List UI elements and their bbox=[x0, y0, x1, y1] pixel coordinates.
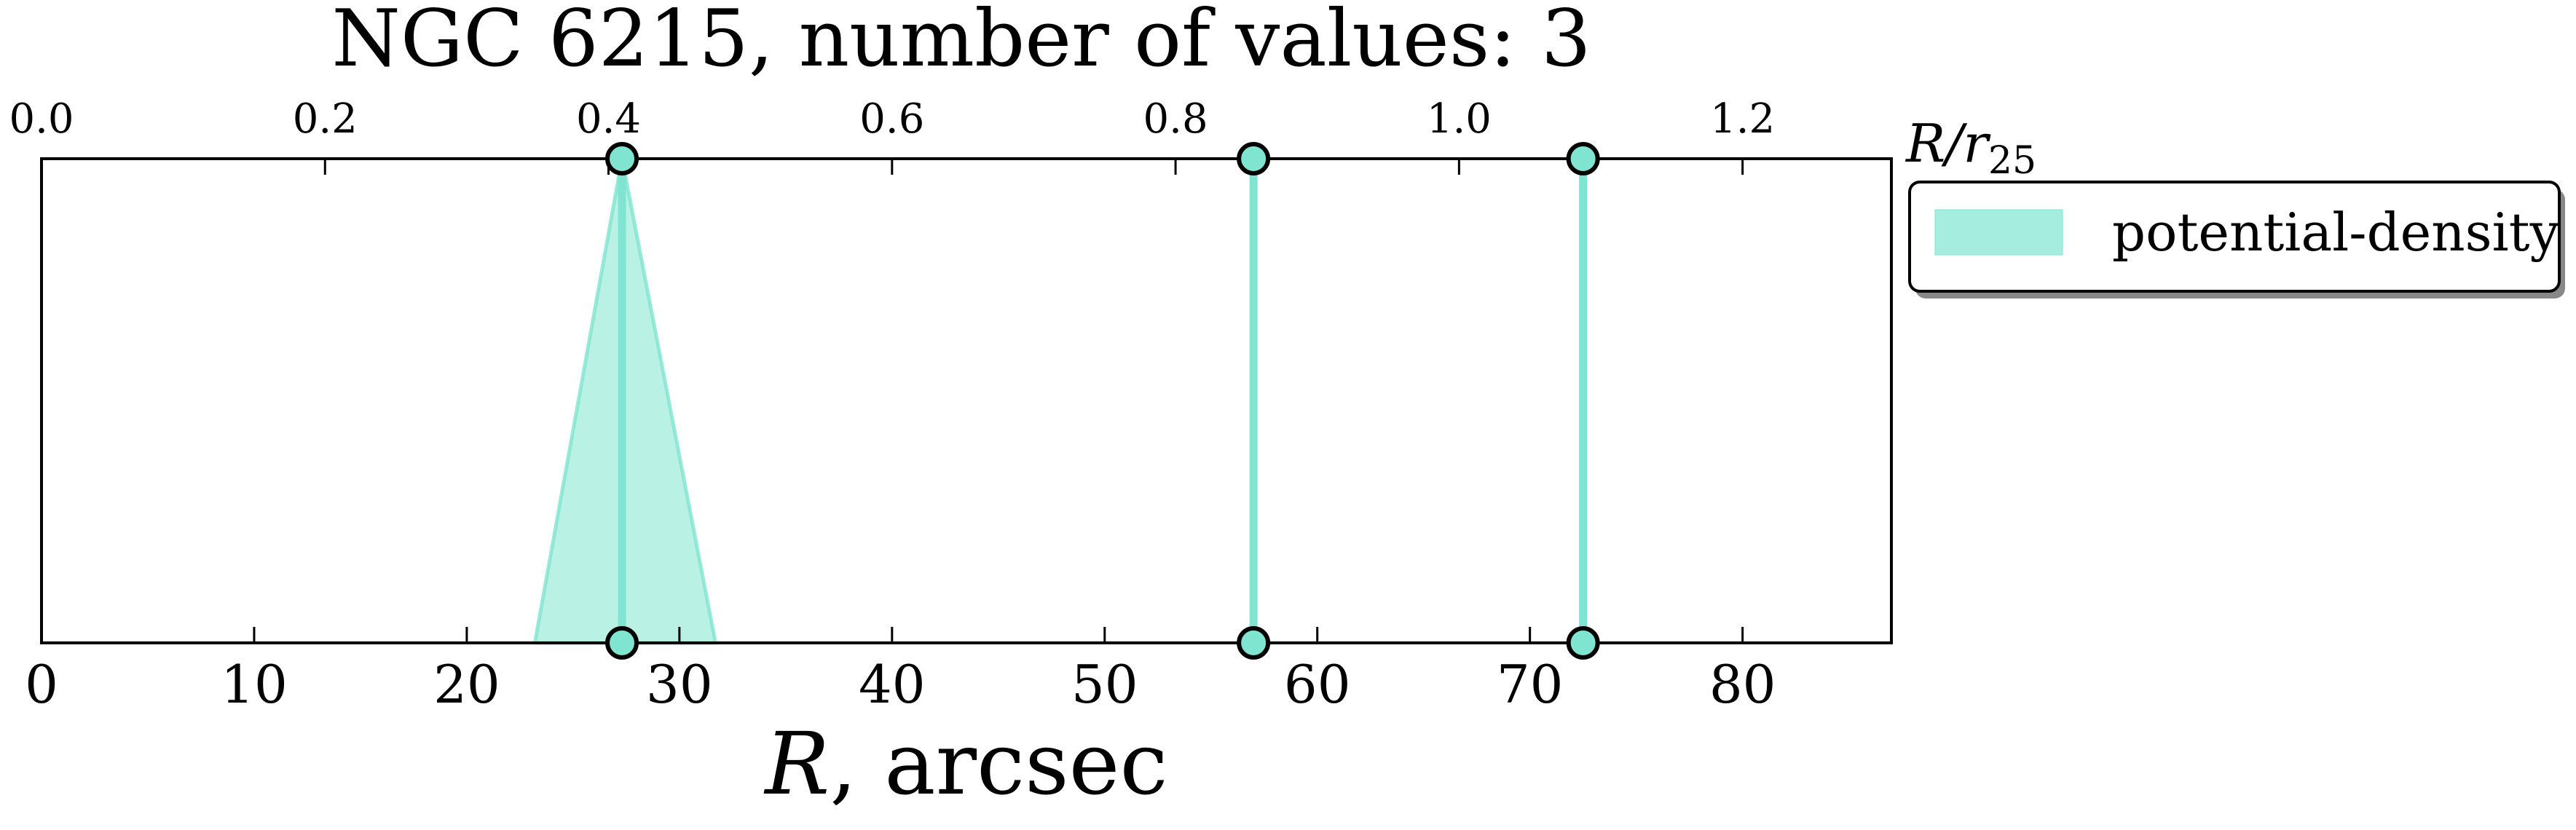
legend-swatch bbox=[1934, 209, 2063, 256]
markers-layer bbox=[605, 142, 1600, 660]
x-tick-label-7: 70 bbox=[1497, 654, 1564, 715]
x-axis-label-unit: , arcsec bbox=[830, 714, 1167, 814]
top-x-tick-label-0: 0.0 bbox=[9, 95, 74, 143]
x-tick-label-4: 40 bbox=[859, 654, 926, 715]
x-tick-label-3: 30 bbox=[646, 654, 713, 715]
ticks-layer bbox=[40, 159, 1744, 643]
top-marker-1 bbox=[1237, 142, 1271, 175]
x-axis-label-symbol: R bbox=[763, 714, 830, 814]
x-tick-label-1: 10 bbox=[221, 654, 288, 715]
chart-title: NGC 6215, number of values: 3 bbox=[331, 0, 1591, 84]
top-x-tick-label-2: 0.4 bbox=[576, 95, 641, 143]
x-tick-label-2: 20 bbox=[433, 654, 500, 715]
tick-labels-layer: 0 10 20 30 40 50 60 70 80 0.0 0.2 0.4 0.6 0.8 1.0 1.2 bbox=[9, 95, 1776, 715]
value-lines-layer bbox=[618, 159, 1588, 643]
x-axis-label: R, arcsec bbox=[763, 714, 1167, 814]
top-marker-2 bbox=[1566, 142, 1600, 175]
top-x-tick-label-3: 0.6 bbox=[859, 95, 924, 143]
legend-box bbox=[1908, 181, 2561, 293]
top-marker-0 bbox=[605, 142, 639, 175]
x-tick-label-0: 0 bbox=[25, 654, 58, 715]
x-tick-label-5: 50 bbox=[1071, 654, 1138, 715]
top-x-tick-label-5: 1.0 bbox=[1427, 95, 1492, 143]
x-tick-label-6: 60 bbox=[1284, 654, 1351, 715]
top-axis-label-subscript: 25 bbox=[1988, 139, 2036, 183]
x-tick-label-8: 80 bbox=[1709, 654, 1776, 715]
top-x-tick-label-4: 0.8 bbox=[1143, 95, 1208, 143]
top-axis-label-main: R/r bbox=[1905, 113, 1990, 174]
top-axis-label: R/r25 bbox=[1905, 113, 2036, 183]
top-x-tick-label-6: 1.2 bbox=[1710, 95, 1775, 143]
bottom-marker-0 bbox=[605, 626, 639, 660]
legend: potential-density bbox=[1908, 181, 2565, 299]
axes-frame bbox=[40, 157, 1893, 644]
bottom-marker-2 bbox=[1566, 626, 1600, 660]
legend-label-potential-density: potential-density bbox=[2112, 202, 2560, 263]
bottom-marker-1 bbox=[1237, 626, 1271, 660]
top-x-tick-label-1: 0.2 bbox=[293, 95, 358, 143]
